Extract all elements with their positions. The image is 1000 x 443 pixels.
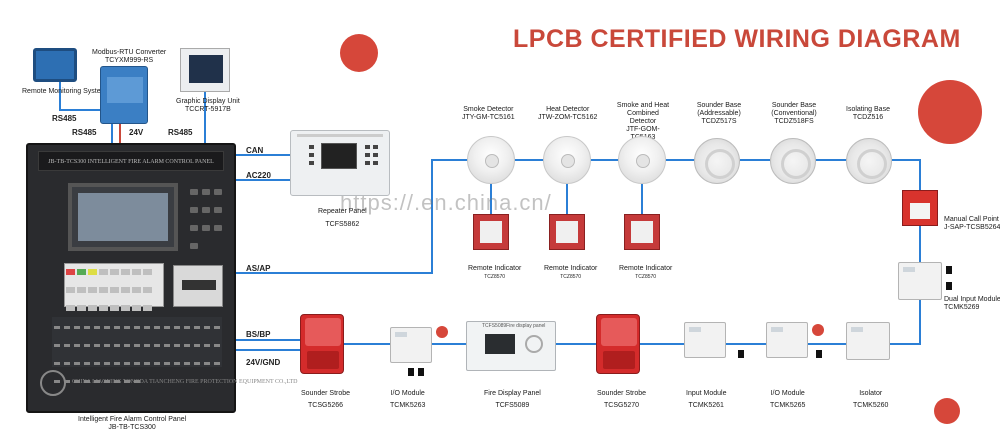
asap-wire: [236, 159, 470, 274]
isolating-base-image: [846, 138, 892, 184]
input-module-image: [684, 322, 726, 358]
remote-indicator-image-3: [624, 214, 660, 250]
sounder-base-addr-image: [694, 138, 740, 184]
fire-display-panel-image: [466, 321, 556, 371]
remote-indicator-image-2: [549, 214, 585, 250]
panel-logo-icon: [40, 370, 66, 396]
modbus-converter-image: [100, 66, 148, 124]
panel-printer: [173, 265, 223, 307]
sounder-base-conv-label: Sounder Base (Conventional)TCDZ518FS: [771, 102, 817, 125]
v24-label: 24V: [129, 128, 144, 137]
terminal-icon: [816, 350, 822, 358]
remote-monitoring-label: Remote Monitoring System: [22, 88, 107, 95]
isolator-image: [846, 322, 890, 360]
can-label: CAN: [246, 146, 264, 155]
led-indicator-icon: [436, 326, 448, 338]
panel-screen: [68, 183, 178, 251]
sounder-strobe-image-2: [596, 314, 640, 374]
dual-input-module-image: [898, 262, 942, 300]
sounder-base-addr-label: Sounder Base (Addressable)TCDZ517S: [696, 102, 742, 125]
io-module-image-1: [390, 327, 432, 363]
panel-keypad: [64, 263, 164, 329]
repeater-panel-image: [290, 130, 390, 196]
terminal-icon: [408, 368, 414, 376]
panel-header: JB-TB-TCS300 INTELLIGENT FIRE ALARM CONT…: [38, 151, 224, 171]
bsbp-label: BS/BP: [246, 330, 271, 339]
panel-zone-leds: [52, 317, 222, 383]
rs485-label-c: RS485: [168, 128, 193, 137]
sounder-strobe-image-1: [300, 314, 344, 374]
graphic-display-image: [180, 48, 230, 92]
led-indicator-icon: [812, 324, 824, 336]
smoke-detector-image: [467, 136, 515, 184]
io-module-image-2: [766, 322, 808, 358]
decor-circle-large: [918, 80, 982, 144]
right-bus-wire: [890, 226, 921, 345]
top-bus-wire: [510, 159, 921, 190]
v24gnd-label: 24V/GND: [246, 358, 281, 367]
combined-detector-image: [618, 136, 666, 184]
rs485-wire-monitor: [59, 82, 104, 111]
terminal-icon: [946, 282, 952, 290]
remote-indicator-image-1: [473, 214, 509, 250]
panel-side-buttons: [188, 185, 224, 249]
ac220-label: AC220: [246, 171, 271, 180]
rs485-label-a: RS485: [52, 114, 77, 123]
asap-label: AS/AP: [246, 264, 271, 273]
decor-circle-bottom: [934, 398, 960, 424]
manual-call-point-image: [902, 190, 938, 226]
rs485-label-b: RS485: [72, 128, 97, 137]
terminal-icon: [946, 266, 952, 274]
remote-monitor-image: [33, 48, 77, 82]
terminal-icon: [738, 350, 744, 358]
fire-alarm-control-panel: JB-TB-TCS300 INTELLIGENT FIRE ALARM CONT…: [26, 143, 298, 413]
sounder-base-conv-image: [770, 138, 816, 184]
panel-footer-text: CHINA LIAONING TONGDA TIANCHENG FIRE PRO…: [72, 379, 298, 385]
decor-circle-small: [340, 34, 378, 72]
fdp-screen-caption: TCFS5089Fire display panel: [482, 323, 546, 329]
terminal-icon: [418, 368, 424, 376]
diagram-title: LPCB CERTIFIED WIRING DIAGRAM: [513, 25, 961, 53]
heat-detector-image: [543, 136, 591, 184]
